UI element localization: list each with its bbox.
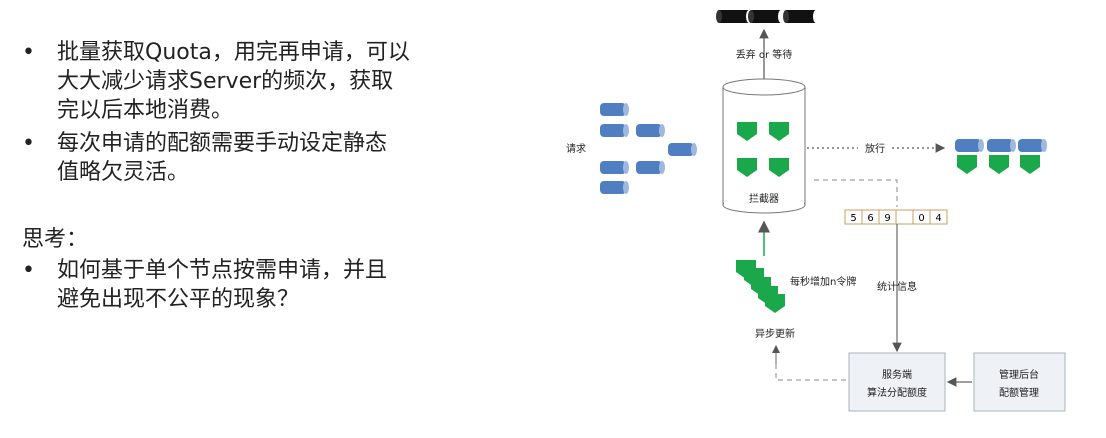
- released-tokens: [955, 139, 1047, 174]
- stats-dashed-line: [814, 179, 898, 207]
- digit-cell: 6: [867, 213, 873, 224]
- bullet-1-line-2: 大大减少请求Server的频次，获取: [57, 69, 394, 94]
- dark-token: [783, 10, 819, 23]
- token-staircase: [736, 260, 785, 313]
- token-rate-label: 每秒增加n令牌: [790, 275, 856, 288]
- thinking-heading: 思考：: [22, 227, 89, 252]
- green-token: [769, 122, 789, 141]
- interceptor-cylinder: [722, 78, 806, 214]
- bullet-2-line-1: 每次申请的配额需要手动设定静态: [57, 131, 388, 156]
- digit-strip: 5 6 9 0 4: [844, 209, 948, 225]
- digit-cell: 5: [850, 213, 856, 224]
- async-dashed-line: [775, 364, 848, 381]
- admin-title: 管理后台: [999, 368, 1039, 381]
- bullet-1-line-1: 批量获取Quota，用完再申请，可以: [57, 40, 410, 65]
- requests-label: 请求: [566, 142, 586, 155]
- bullet-2-line-2: 值略欠灵活。: [57, 160, 190, 185]
- bullet-dot: •: [22, 40, 35, 65]
- discarded-tokens: [716, 10, 819, 23]
- admin-subtitle: 配额管理: [999, 386, 1039, 399]
- green-token: [737, 158, 757, 177]
- server-title: 服务端: [882, 368, 912, 381]
- thinking-line-2: 避免出现不公平的现象？: [57, 287, 300, 312]
- interceptor-label: 拦截器: [749, 192, 779, 205]
- green-token: [769, 158, 789, 177]
- async-update-label: 异步更新: [755, 327, 795, 340]
- green-token: [737, 122, 757, 141]
- server-box: 服务端 算法分配额度: [848, 352, 946, 412]
- request-tokens: [600, 103, 697, 194]
- bullet-dot: •: [22, 258, 35, 283]
- bullet-dot: •: [22, 131, 35, 156]
- digit-cell: 4: [935, 213, 941, 224]
- admin-box: 管理后台 配额管理: [973, 352, 1066, 412]
- bullet-1-line-3: 完以后本地消费。: [57, 98, 234, 123]
- discard-label: 丢弃 or 等待: [736, 48, 793, 61]
- dark-token: [716, 10, 752, 23]
- digit-cell: 9: [884, 213, 890, 224]
- dark-token: [748, 10, 784, 23]
- stats-label: 统计信息: [877, 280, 917, 293]
- server-subtitle: 算法分配额度: [867, 386, 927, 399]
- digit-cell: 0: [918, 213, 924, 224]
- release-label: 放行: [865, 142, 885, 155]
- thinking-line-1: 如何基于单个节点按需申请，并且: [57, 258, 388, 283]
